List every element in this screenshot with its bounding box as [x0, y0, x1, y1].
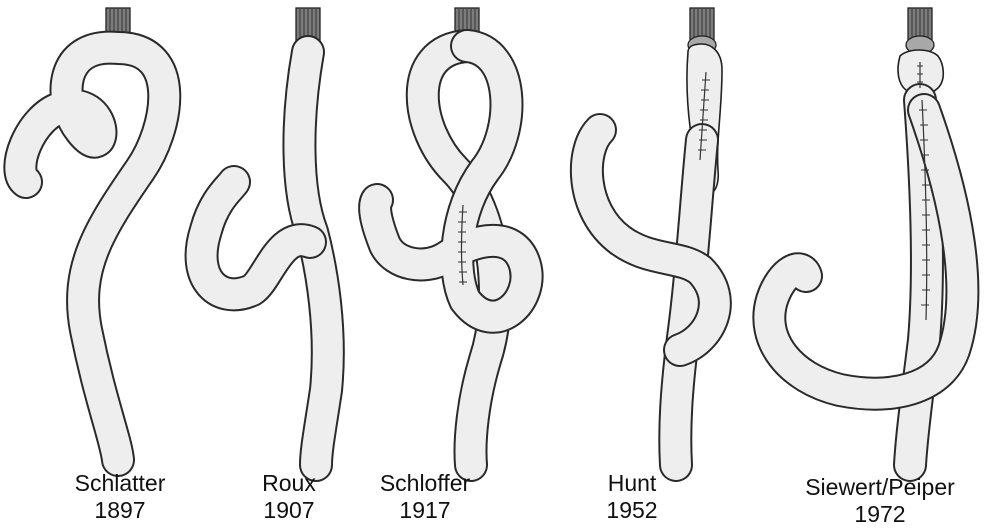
panel-year: 1917	[375, 497, 475, 524]
esophageal-stump-icon	[906, 8, 934, 54]
panel-year: 1972	[800, 501, 960, 528]
panel-name: Siewert/Peiper	[800, 474, 960, 501]
panel-roux: Roux 1907	[170, 0, 350, 530]
caption-roux: Roux 1907	[259, 470, 319, 524]
hunt-bowel-loop	[587, 130, 715, 465]
panel-year: 1897	[55, 497, 185, 524]
panel-schloffer: Schloffer 1917	[345, 0, 545, 530]
caption-hunt: Hunt 1952	[597, 470, 667, 524]
panel-name: Schlatter	[55, 470, 185, 497]
caption-schloffer: Schloffer 1917	[375, 470, 475, 524]
schloffer-bowel-loop	[375, 46, 526, 465]
schloffer-illustration	[345, 0, 545, 470]
roux-bowel-loop	[202, 52, 328, 465]
panel-name: Roux	[259, 470, 319, 497]
panel-name: Hunt	[597, 470, 667, 497]
panel-siewert-peiper: Siewert/Peiper 1972	[740, 0, 988, 530]
roux-illustration	[170, 0, 350, 470]
hunt-illustration	[560, 0, 760, 470]
panel-name: Schloffer	[375, 470, 475, 497]
siewert-peiper-bowel-loop	[769, 100, 962, 465]
caption-schlatter: Schlatter 1897	[55, 470, 185, 524]
panel-hunt: Hunt 1952	[560, 0, 760, 530]
panel-year: 1952	[597, 497, 667, 524]
siewert-peiper-illustration	[740, 0, 988, 470]
schlatter-bowel-loop	[20, 48, 164, 460]
caption-siewert-peiper: Siewert/Peiper 1972	[800, 474, 960, 528]
panel-year: 1907	[259, 497, 319, 524]
